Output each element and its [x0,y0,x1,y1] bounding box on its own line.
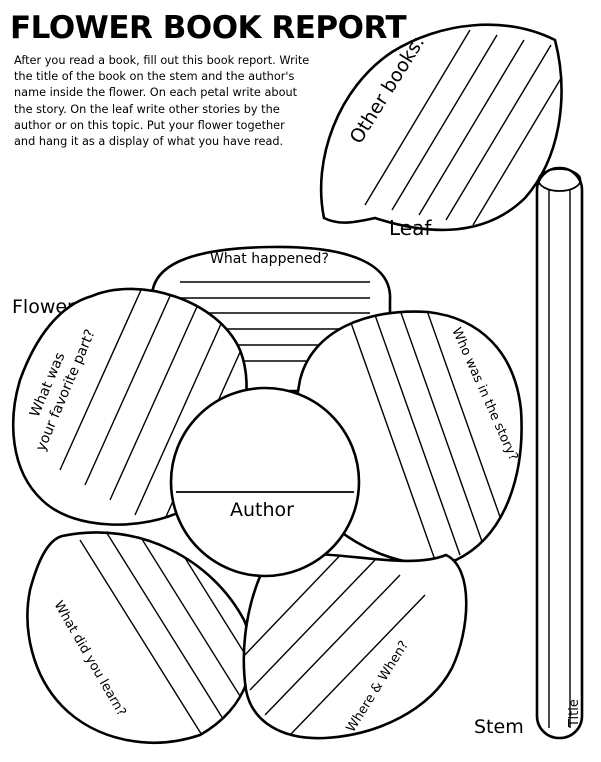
instruction-line: and hang it as a display of what you hav… [14,135,284,149]
leaf-label: Leaf [389,216,432,240]
author-label: Author [230,499,294,521]
flower-label: Flower [12,296,75,318]
instruction-line: the story. On the leaf write other stori… [14,102,280,116]
petal-writing-lines [243,553,426,736]
instruction-line: the title of the book on the stem and th… [14,70,295,84]
stem-label: Stem [474,716,524,738]
petal-top-prompt: What happened? [210,251,329,267]
instruction-line: After you read a book, fill out this boo… [14,54,310,67]
flower-center: Author [169,386,361,578]
instruction-line: author or on this topic. Put your flower… [14,118,285,132]
leaf-writing-lines [364,29,562,226]
stem-title-field: Title [567,699,582,728]
instructions: After you read a book, fill out this boo… [14,53,344,150]
page-title: FLOWER BOOK REPORT [10,10,407,46]
petal-writing-lines [349,311,511,561]
instruction-line: name inside the flower. On each petal wr… [14,86,298,100]
stem-shape: Title [535,166,584,740]
